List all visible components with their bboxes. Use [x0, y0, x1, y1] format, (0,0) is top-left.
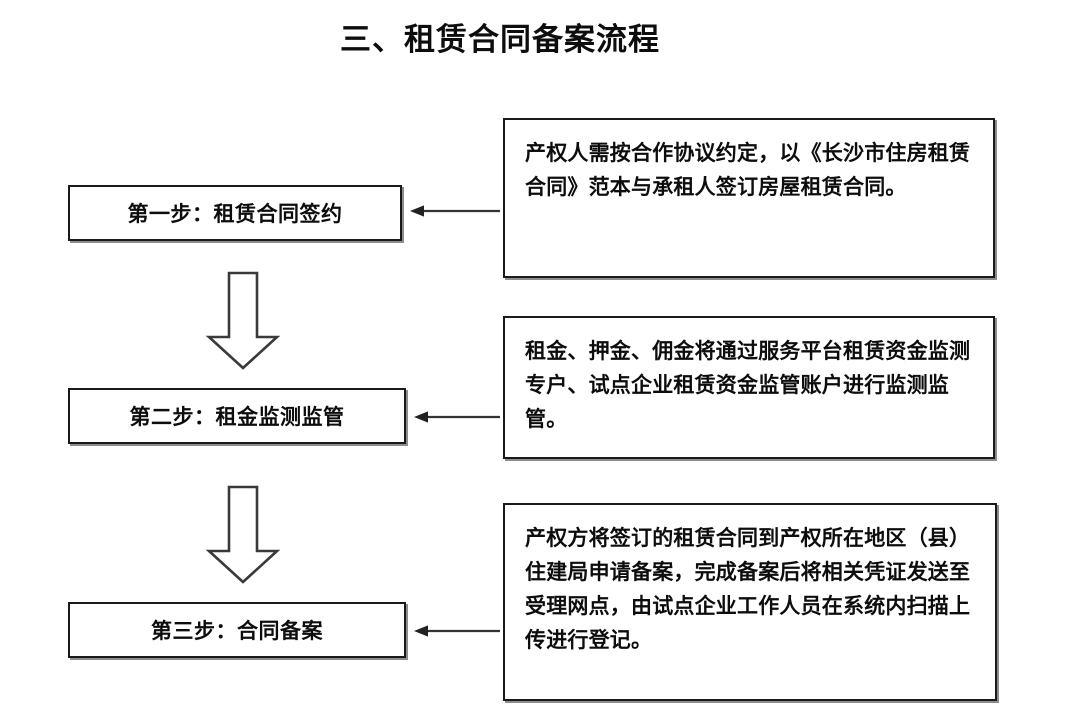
connector-arrow-left-3 [414, 622, 500, 640]
step-box-1: 第一步：租赁合同签约 [68, 185, 402, 241]
connector-arrow-down-1 [205, 271, 281, 371]
page-title: 三、租赁合同备案流程 [340, 22, 660, 58]
step-box-2: 第二步：租金监测监管 [68, 388, 406, 444]
connector-arrow-left-2 [414, 408, 500, 426]
step-3-label: 第三步：合同备案 [151, 619, 323, 643]
description-box-3: 产权方将签订的租赁合同到产权所在地区（县）住建局申请备案，完成备案后将相关凭证发… [503, 503, 997, 701]
description-box-2: 租金、押金、佣金将通过服务平台租赁资金监测专户、试点企业租赁资金监管账户进行监测… [503, 316, 995, 459]
step-1-label: 第一步：租赁合同签约 [127, 202, 343, 226]
connector-arrow-down-2 [205, 485, 281, 585]
description-3-text: 产权方将签订的租赁合同到产权所在地区（县）住建局申请备案，完成备案后将相关凭证发… [525, 526, 971, 653]
step-2-label: 第二步：租金监测监管 [129, 405, 345, 429]
step-box-3: 第三步：合同备案 [68, 602, 406, 658]
description-box-1: 产权人需按合作协议约定，以《长沙市住房租赁合同》范本与承租人签订房屋租赁合同。 [503, 118, 995, 278]
connector-arrow-left-1 [410, 202, 500, 220]
description-2-text: 租金、押金、佣金将通过服务平台租赁资金监测专户、试点企业租赁资金监管账户进行监测… [525, 339, 971, 432]
description-1-text: 产权人需按合作协议约定，以《长沙市住房租赁合同》范本与承租人签订房屋租赁合同。 [525, 141, 971, 200]
